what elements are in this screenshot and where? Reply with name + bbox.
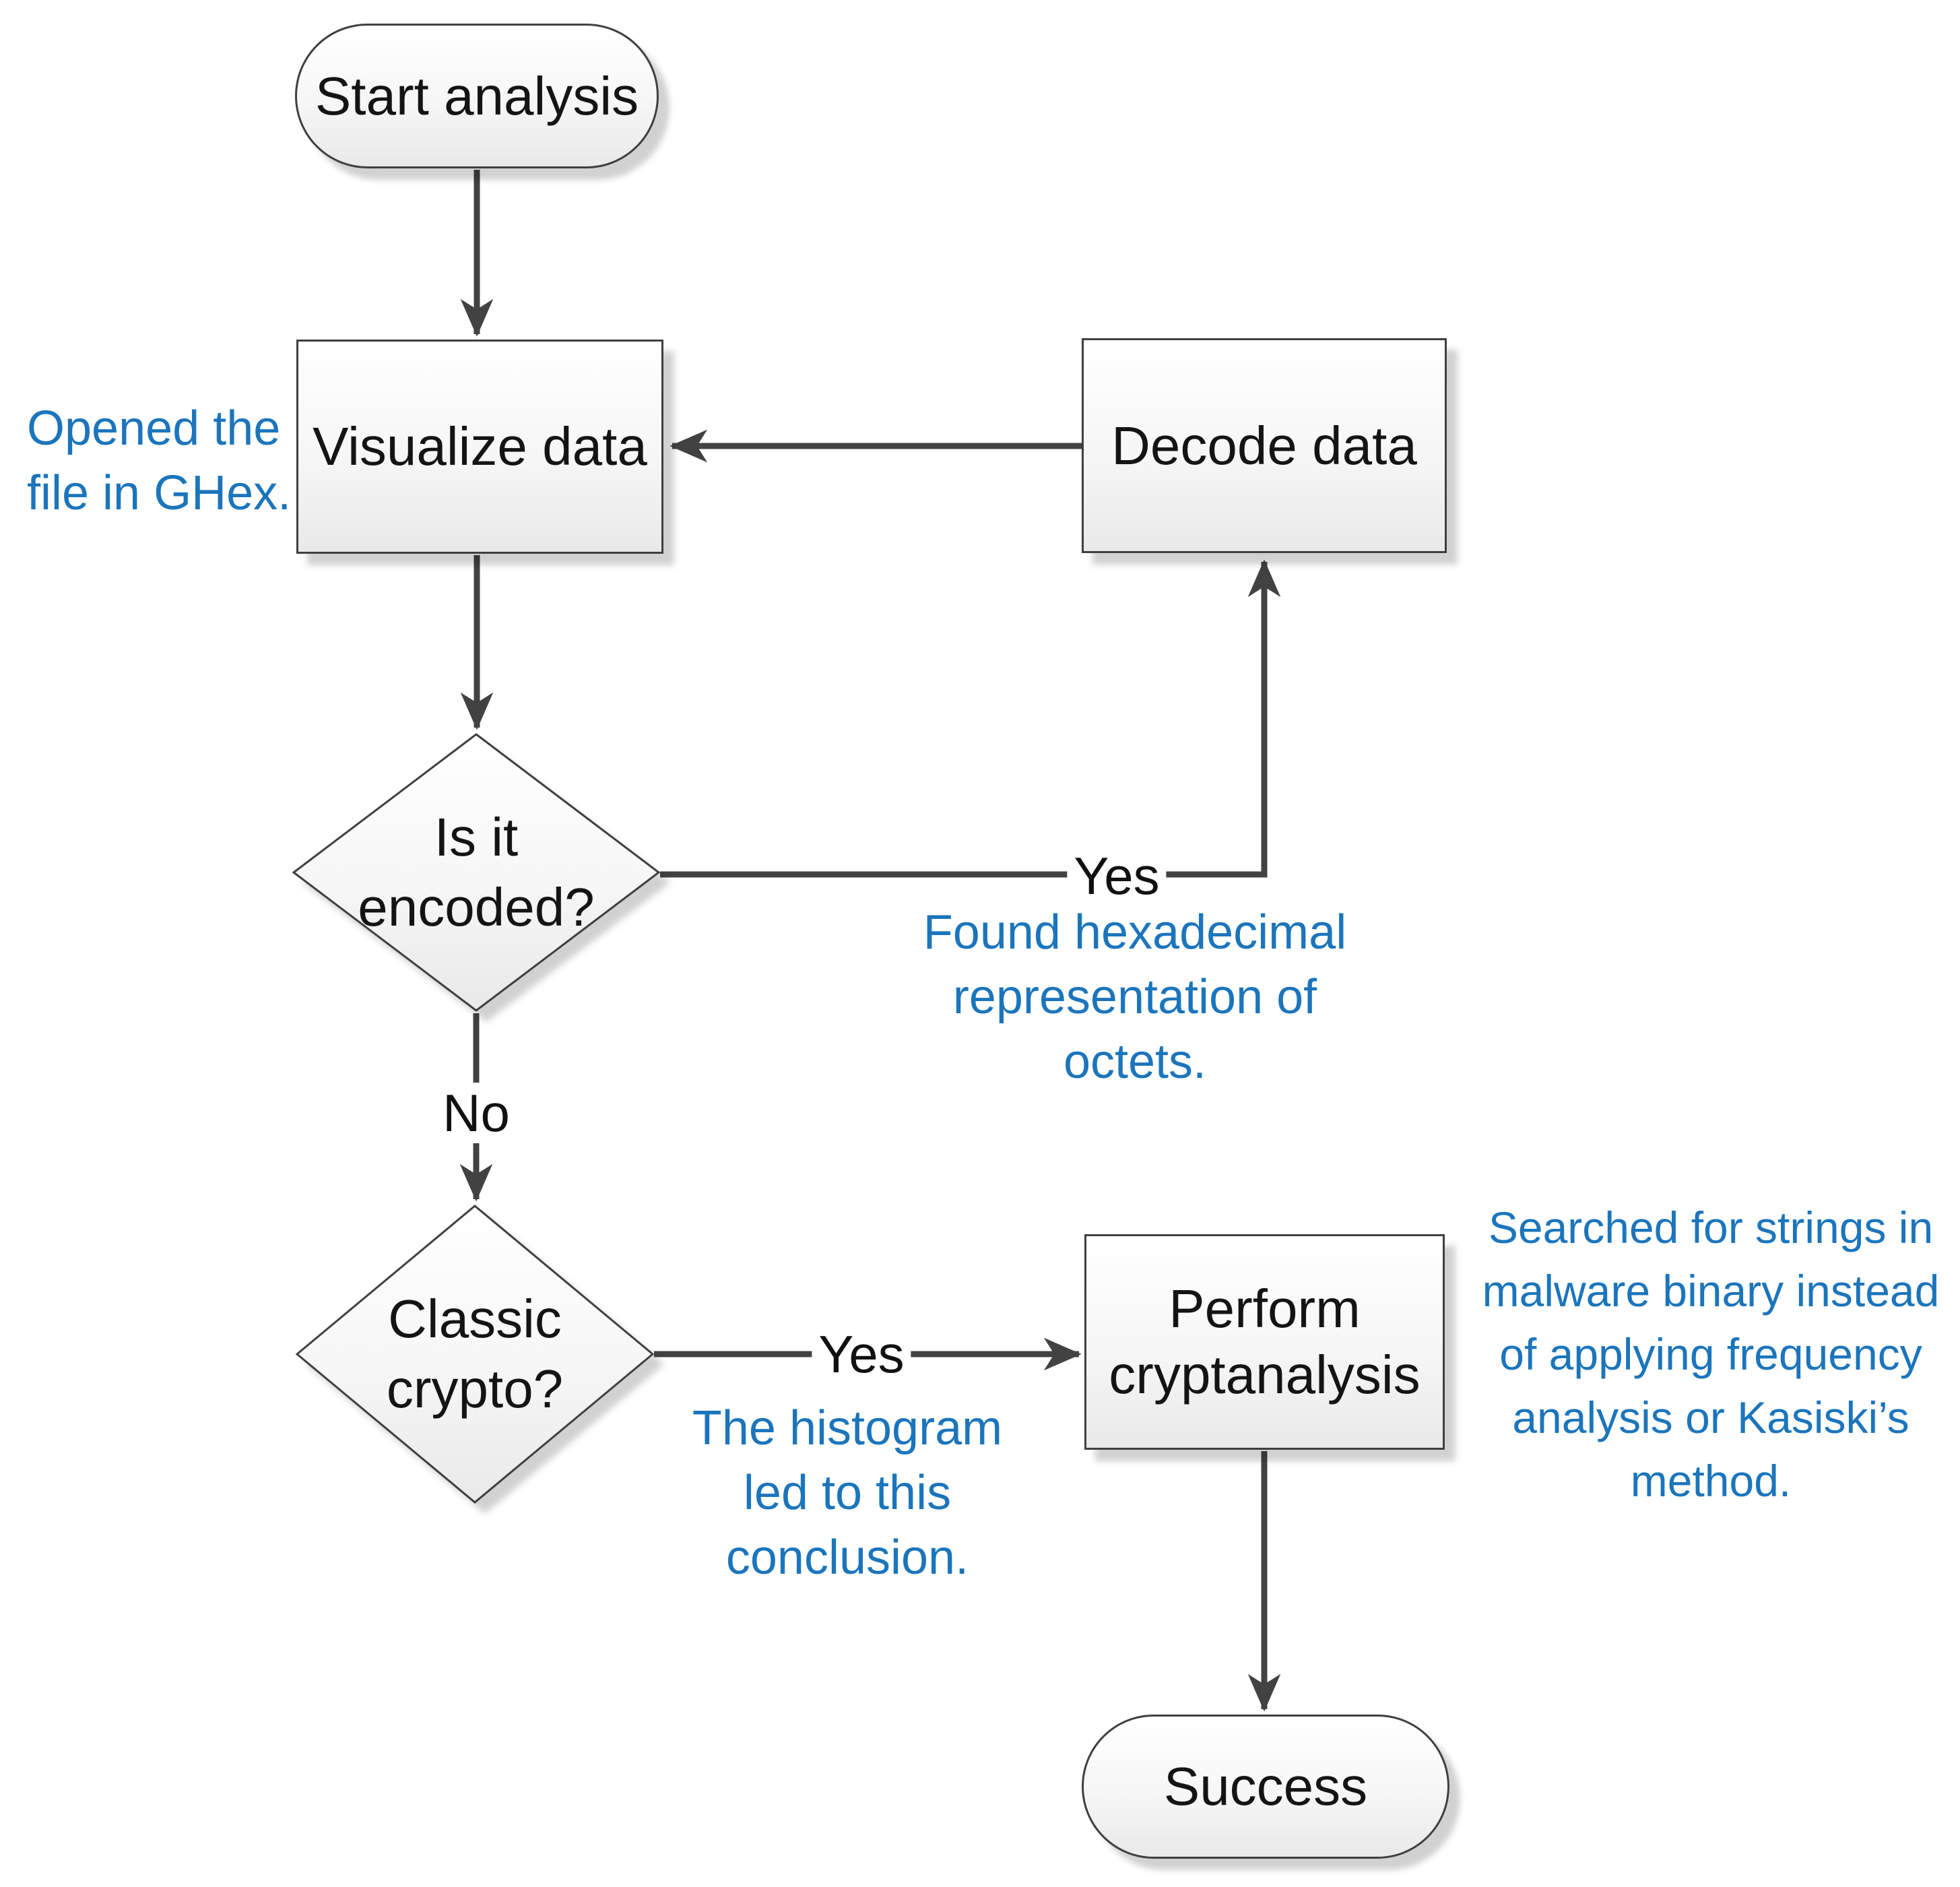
decode-data-node: Decode data: [1082, 338, 1447, 553]
annotation-line: file in GHex.: [27, 466, 292, 520]
annotation-line: analysis or Kasiski’s: [1512, 1393, 1909, 1442]
annotation-found-hexadecimal: Found hexadecimal representation of octe…: [923, 900, 1346, 1094]
annotation-line: Opened the: [27, 402, 281, 455]
is-it-encoded-label-line1: Is it: [434, 807, 519, 867]
classic-crypto-decision: Classic crypto?: [296, 1205, 654, 1504]
annotation-line: led to this: [743, 1466, 952, 1520]
start-node: Start analysis: [295, 24, 659, 168]
edge-label-encoded-no: No: [436, 1083, 517, 1143]
annotation-line: The histogram: [692, 1401, 1003, 1455]
classic-crypto-label-line1: Classic: [388, 1289, 562, 1349]
annotation-histogram-conclusion: The histogram led to this conclusion.: [692, 1396, 1002, 1590]
edge-label-classic-yes: Yes: [812, 1324, 911, 1384]
visualize-data-label: Visualize data: [313, 416, 647, 477]
perform-cryptanalysis-node: Perform cryptanalysis: [1084, 1234, 1445, 1450]
annotation-line: representation of: [952, 970, 1317, 1024]
start-node-label: Start analysis: [315, 65, 639, 126]
annotation-line: conclusion.: [725, 1531, 969, 1585]
perform-label-line2: cryptanalysis: [1109, 1345, 1420, 1405]
annotation-line: Found hexadecimal: [923, 905, 1347, 959]
success-node-label: Success: [1163, 1756, 1368, 1817]
connector-encoded-yes-to-decode: [660, 559, 1281, 878]
perform-label-line1: Perform: [1169, 1279, 1361, 1339]
edge-label-encoded-yes: Yes: [1067, 845, 1167, 906]
annotation-opened-file-ghex: Opened the file in GHex.: [27, 396, 291, 525]
annotation-line: Searched for strings in: [1488, 1203, 1934, 1252]
annotation-line: malware binary instead: [1482, 1266, 1940, 1316]
is-it-encoded-label-line2: encoded?: [358, 877, 595, 937]
diamond-shape: [292, 733, 660, 1012]
annotation-searched-strings: Searched for strings in malware binary i…: [1482, 1196, 1940, 1512]
classic-crypto-label-line2: crypto?: [386, 1359, 564, 1419]
annotation-line: method.: [1630, 1456, 1792, 1506]
is-it-encoded-decision: Is it encoded?: [292, 733, 660, 1012]
visualize-data-node: Visualize data: [296, 340, 663, 554]
annotation-line: octets.: [1063, 1035, 1207, 1089]
decode-data-label: Decode data: [1111, 415, 1417, 476]
diamond-shape: [296, 1205, 654, 1504]
annotation-line: of applying frequency: [1499, 1329, 1922, 1379]
success-node: Success: [1082, 1715, 1449, 1859]
